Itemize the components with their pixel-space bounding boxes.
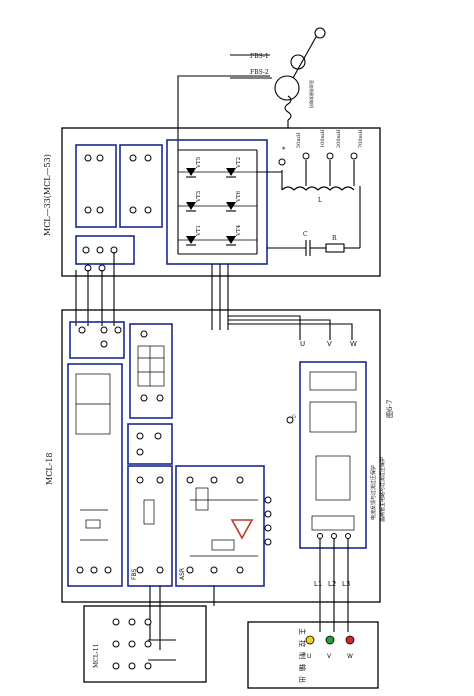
- field-coil: [284, 95, 292, 121]
- thyristor-row-top: [186, 168, 236, 178]
- phase-l2: L2: [328, 580, 336, 588]
- output-u-mark: U: [307, 653, 311, 660]
- output-char-1: 主: [298, 628, 307, 635]
- protection-label: 电流反馈与过流过压保护: [370, 465, 377, 520]
- tacho-circle: [290, 54, 306, 70]
- output-v-terminal: [325, 635, 335, 645]
- output-char-4: 输: [298, 664, 307, 671]
- module-block-3: [75, 235, 135, 265]
- vt3-label: VT3: [196, 190, 202, 203]
- mcl11-panel: MCL-11: [83, 605, 207, 683]
- inductor-name: L: [318, 197, 322, 204]
- module-block-2: [119, 144, 163, 228]
- tap-50mh: 50mH: [296, 132, 302, 148]
- rc-branch: C R: [267, 186, 361, 256]
- figure-caption: 图6-7: [386, 400, 394, 418]
- inductor-l: * 50mH 100mH 200mH 700mH L: [278, 129, 364, 204]
- output-v-mark: V: [327, 653, 332, 660]
- mcl53-title: MCL—33(MCL—53): [43, 154, 52, 236]
- inductor-marker: *: [282, 146, 286, 154]
- vt2-label: VT2: [236, 157, 242, 169]
- mcl18-module-b: [129, 323, 173, 419]
- output-w-terminal: [345, 635, 355, 645]
- motor-label-2: FBS-2: [250, 69, 269, 76]
- mcl18-module-left: [67, 363, 123, 587]
- motor-label-1: FBS-1: [250, 53, 269, 60]
- asr-module: [175, 465, 265, 587]
- thyristor-row-mid: [186, 202, 236, 212]
- mcl18-panel: MCL-18 FBS: [45, 309, 381, 603]
- output-u-terminal: [305, 635, 315, 645]
- rc-c-label: C: [303, 231, 308, 238]
- output-char-3: 制: [298, 652, 307, 659]
- module-block-1: [75, 144, 117, 228]
- output-w-mark: W: [347, 653, 353, 660]
- thyristor-row-bottom: [186, 236, 236, 246]
- tap-200mh: 200mH: [336, 129, 342, 148]
- tap-100mh: 100mH: [320, 129, 326, 148]
- vt1-label: VT1: [196, 225, 202, 237]
- mcl53-panel: MCL—33(MCL—53): [43, 127, 381, 277]
- mcl18-title: MCL-18: [45, 452, 54, 485]
- thyristor-bridge: [166, 139, 268, 265]
- amplifier-triangle: [230, 519, 254, 540]
- phase-v-top: V: [327, 340, 332, 348]
- vt4-label: VT4: [236, 224, 242, 237]
- phase-u-top: U: [300, 340, 305, 348]
- phase-w-top: W: [350, 340, 357, 348]
- motor-circle: [274, 75, 300, 101]
- mcl11-frame: [83, 605, 207, 683]
- protection-module: [299, 361, 367, 549]
- mcl18-module-a: [69, 321, 125, 359]
- system-title: 晶闸管主电路与过流过压保护: [379, 457, 386, 522]
- mcl11-title: MCL-11: [93, 644, 100, 668]
- encoder-circle: [314, 27, 326, 39]
- g-label: G: [292, 414, 296, 420]
- vt5-label: VT5: [196, 156, 202, 169]
- motor-tacho: FBS-1 FBS-2 直流测速发电机: [230, 27, 326, 128]
- output-char-5: 出: [298, 676, 307, 683]
- tap-700mh: 700mH: [358, 129, 364, 148]
- phase-l1: L1: [314, 580, 322, 588]
- output-panel: U V W 主 控 制 输 出: [247, 621, 379, 689]
- mcl18-module-c: [127, 423, 173, 465]
- motor-note: 直流测速发电机: [309, 80, 315, 108]
- fbs-label: FBS: [131, 569, 138, 580]
- output-frame: [247, 621, 379, 689]
- phase-l3: L3: [342, 580, 350, 588]
- asr-label: ASR: [179, 568, 186, 580]
- fbs-module: [127, 465, 173, 587]
- mcl53-frame: [61, 127, 381, 277]
- output-char-2: 控: [298, 640, 307, 647]
- vt6-label: VT6: [236, 190, 242, 203]
- rc-r-label: R: [332, 235, 337, 242]
- mcl18-frame: [61, 309, 381, 603]
